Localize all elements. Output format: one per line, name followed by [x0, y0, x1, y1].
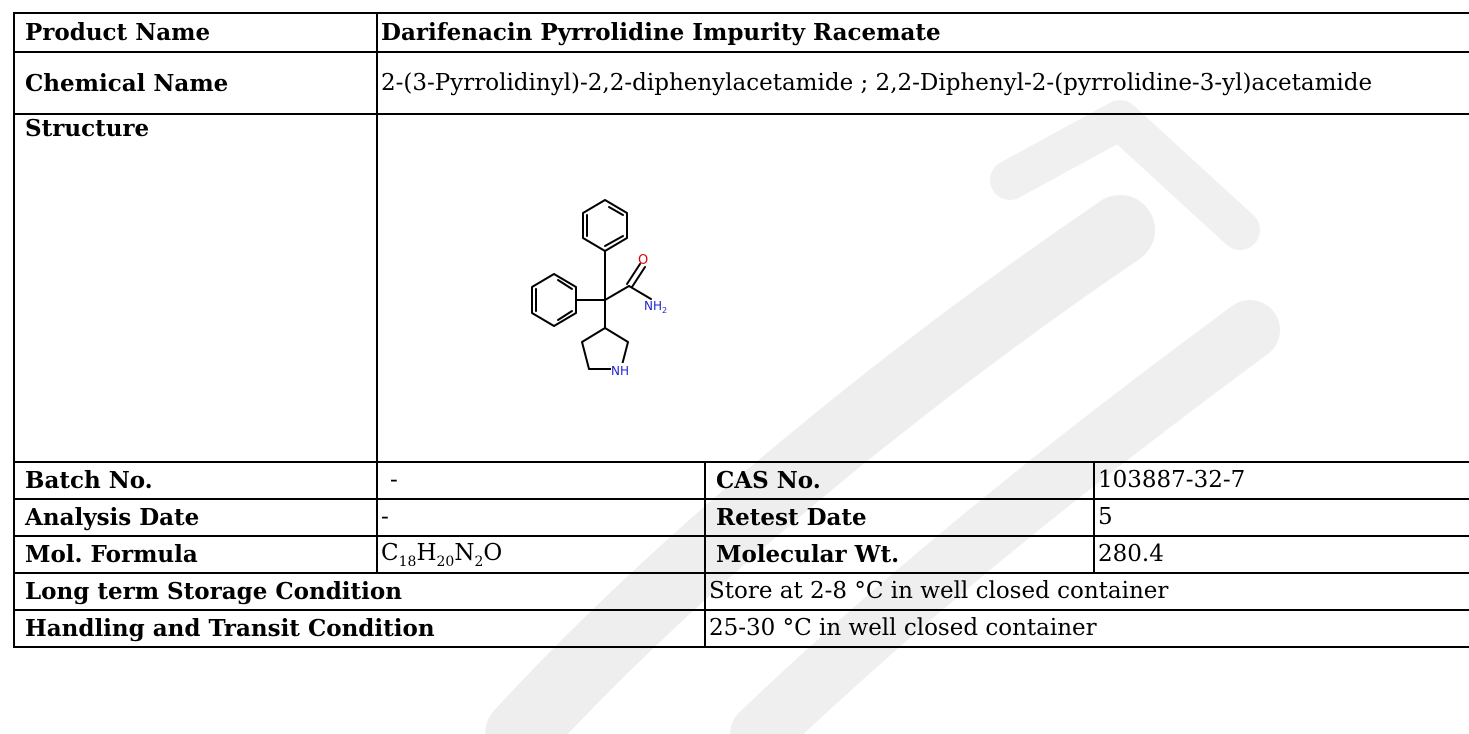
- molecular-wt-value: 280.4: [1093, 535, 1469, 574]
- handling-condition-value: 25-30 °C in well closed container: [704, 609, 1469, 648]
- amide-nh2-label: NH2: [644, 299, 667, 315]
- pyrrolidine-ring: [581, 327, 629, 370]
- retest-date-value: 5: [1093, 498, 1469, 537]
- retest-date-label: Retest Date: [704, 498, 1095, 537]
- cas-no-label: CAS No.: [704, 461, 1095, 500]
- coa-sheet: Product Name Darifenacin Pyrrolidine Imp…: [13, 12, 1469, 734]
- batch-no-value: -: [376, 461, 706, 500]
- batch-no-label: Batch No.: [13, 461, 378, 500]
- storage-condition-label: Long term Storage Condition: [13, 572, 706, 611]
- dates-row: Analysis Date - Retest Date 5: [13, 498, 1469, 537]
- coa-table: Product Name Darifenacin Pyrrolidine Imp…: [13, 12, 1469, 648]
- analysis-date-value: -: [376, 498, 706, 537]
- structure-cell: O NH2 NH: [376, 113, 1469, 463]
- chemical-name-value: 2-(3-Pyrrolidinyl)-2,2-diphenylacetamide…: [376, 51, 1469, 115]
- top-phenyl-ring: [582, 199, 628, 252]
- molecular-wt-label: Molecular Wt.: [704, 535, 1095, 574]
- cas-no-value: 103887-32-7: [1093, 461, 1469, 500]
- batch-cas-row: Batch No. - CAS No. 103887-32-7: [13, 461, 1469, 500]
- storage-row: Long term Storage Condition Store at 2-8…: [13, 572, 1469, 611]
- structure-row: Structure: [13, 113, 1469, 463]
- chemical-structure-drawing: O NH2 NH: [531, 199, 667, 378]
- product-name-label: Product Name: [13, 12, 378, 53]
- left-phenyl-ring: [531, 273, 577, 327]
- ring-nh-label: NH: [611, 364, 629, 378]
- oxygen-atom-label: O: [638, 253, 648, 268]
- handling-condition-label: Handling and Transit Condition: [13, 609, 706, 648]
- product-name-value: Darifenacin Pyrrolidine Impurity Racemat…: [376, 12, 1469, 53]
- handling-row: Handling and Transit Condition 25-30 °C …: [13, 609, 1469, 648]
- analysis-date-label: Analysis Date: [13, 498, 378, 537]
- chemical-name-label: Chemical Name: [13, 51, 378, 115]
- structure-label: Structure: [13, 113, 378, 463]
- mol-formula-label: Mol. Formula: [13, 535, 378, 574]
- product-name-row: Product Name Darifenacin Pyrrolidine Imp…: [13, 12, 1469, 53]
- formula-weight-row: Mol. Formula C18H20N2O Molecular Wt. 280…: [13, 535, 1469, 574]
- storage-condition-value: Store at 2-8 °C in well closed container: [704, 572, 1469, 611]
- mol-formula-value: C18H20N2O: [376, 535, 706, 574]
- chemical-name-row: Chemical Name 2-(3-Pyrrolidinyl)-2,2-dip…: [13, 51, 1469, 115]
